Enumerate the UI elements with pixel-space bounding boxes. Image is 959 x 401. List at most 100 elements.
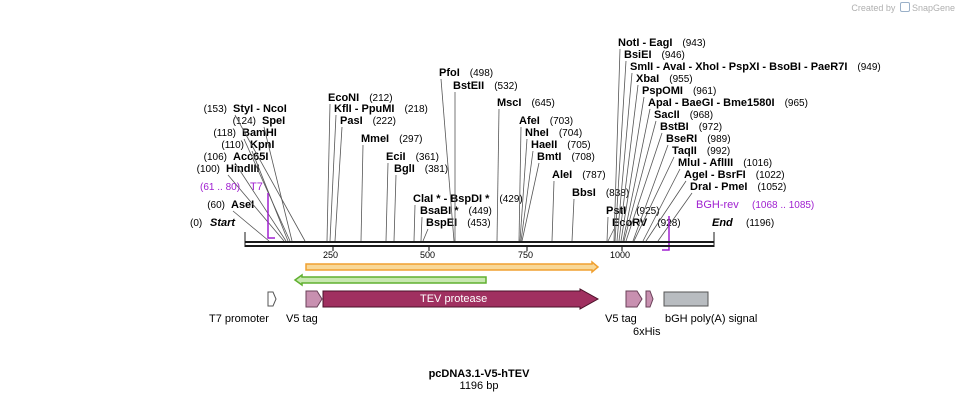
site-econi[interactable]: EcoNI(212) [326,92,393,242]
site-bstbi[interactable]: BstBI(972) [625,121,722,242]
site-name-afei[interactable]: AfeI [519,115,540,127]
site-msci[interactable]: MscI(645) [496,97,555,242]
site-name-ecii[interactable]: EciI [386,151,406,163]
site-taqii[interactable]: TaqII(992) [633,145,730,242]
site-name-bamhi[interactable]: BamHI [242,127,277,139]
site-pos-apai: (965) [785,98,808,109]
site-name-bsabi[interactable]: BsaBI * [420,205,459,217]
site-noti[interactable]: NotI - EagI(943) [613,37,706,242]
site-name-bstbi[interactable]: BstBI [660,121,689,133]
site-bamhi[interactable]: BamHI(118) [213,127,291,242]
feature-tev-protease[interactable]: TEV protease [322,288,600,310]
site-name-bsiei[interactable]: BsiEI [624,49,652,61]
orf-green-arrow[interactable] [293,273,487,287]
site-spei[interactable]: SpeI(124) [233,115,293,242]
site-asei[interactable]: AseI(60) [207,199,270,242]
site-bsteii[interactable]: BstEII(532) [453,80,518,241]
site-pasi[interactable]: PasI(222) [334,115,396,242]
feature-bgh-polya[interactable]: bGH poly(A) signal [663,291,757,325]
site-xbai[interactable]: XbaI(955) [618,73,693,242]
site-line-pspomi [620,96,645,242]
site-name-pspomi[interactable]: PspOMI [642,85,683,97]
site-name-bspei[interactable]: BspEI [426,217,457,229]
site-pspomi[interactable]: PspOMI(961) [620,85,716,242]
primer-name-bgh-rev[interactable]: BGH-rev [696,199,739,211]
site-name-clai[interactable]: ClaI * - BspDI * [413,193,490,205]
site-name-sacii[interactable]: SacII [654,109,680,121]
tev-protease-shape[interactable] [322,288,600,310]
site-name-agei[interactable]: AgeI - BsrFI [684,169,746,181]
site-agei[interactable]: AgeI - BsrFI(1022) [645,169,785,242]
primer-t7[interactable]: T7(61 .. 80) [200,181,275,239]
site-name-haeii[interactable]: HaeII [531,139,557,151]
orf-green[interactable] [293,273,487,287]
site-afei[interactable]: AfeI(703) [518,115,573,242]
site-name-asei[interactable]: AseI [231,199,254,211]
site-styi[interactable]: StyI - NcoI(153) [204,103,306,242]
site-name-kfli[interactable]: KflI - PpuMI [334,103,395,115]
site-haeii[interactable]: HaeII(705) [520,139,591,242]
site-name-acc65i[interactable]: Acc65I [233,151,268,163]
site-alei[interactable]: AleI(787) [551,169,606,242]
feature-v5-tag-2[interactable]: V5 tag [605,290,643,325]
site-name-noti[interactable]: NotI - EagI [618,37,672,49]
primer-mark-t7[interactable] [267,193,275,239]
primer-bgh-rev[interactable]: BGH-rev(1068 .. 1085) [662,199,814,251]
site-name-nhei[interactable]: NheI [525,127,549,139]
v5-tag-2-shape[interactable] [625,290,643,308]
primer-name-t7[interactable]: T7 [250,181,263,193]
site-name-bgli[interactable]: BglI [394,163,415,175]
site-name-mlui[interactable]: MluI - AflIII [678,157,733,169]
site-name-spei[interactable]: SpeI [262,115,285,127]
feature-6xhis[interactable]: 6xHis [633,290,661,338]
feature-t7-promoter[interactable]: T7 promoter [209,291,277,325]
site-name-taqii[interactable]: TaqII [672,145,697,157]
site-bseri[interactable]: BseRI(989) [632,133,731,242]
orf-orange-arrow[interactable] [305,260,600,274]
primer-mark-bgh-rev[interactable] [662,216,670,251]
site-pos-ecii: (361) [416,152,439,163]
site-pfoi[interactable]: PfoI(498) [439,67,493,242]
site-name-bsteii[interactable]: BstEII [453,80,484,92]
site-name-bbsi[interactable]: BbsI [572,187,596,199]
site-bgli[interactable]: BglI(381) [393,163,448,242]
site-nhei[interactable]: NheI(704) [519,127,582,242]
site-name-pasi[interactable]: PasI [340,115,363,127]
site-name-econi[interactable]: EcoNI [328,92,359,104]
site-name-bmti[interactable]: BmtI [537,151,561,163]
site-name-styi[interactable]: StyI - NcoI [233,103,287,115]
site-bspei[interactable]: BspEI(453) [422,217,491,242]
site-name-mmei[interactable]: MmeI [361,133,389,145]
site-mlui[interactable]: MluI - AflIII(1016) [642,157,772,242]
v5-tag-2-label: V5 tag [605,313,637,325]
site-smli[interactable]: SmlI - AvaI - XhoI - PspXI - BsoBI - Pae… [616,61,881,242]
v5-tag-1-shape[interactable] [305,290,323,308]
site-mmei[interactable]: MmeI(297) [360,133,422,242]
site-name-alei[interactable]: AleI [552,169,572,181]
site-name-bseri[interactable]: BseRI [666,133,697,145]
site-bsiei[interactable]: BsiEI(946) [614,49,685,242]
site-clai[interactable]: ClaI * - BspDI *(429) [413,193,523,242]
site-name-pfoi[interactable]: PfoI [439,67,460,79]
site-ecii[interactable]: EciI (361) [385,151,439,242]
site-name-kpni[interactable]: KpnI [250,139,274,151]
site-kfli[interactable]: KflI - PpuMI(218) [329,103,428,242]
site-apai[interactable]: ApaI - BaeGI - Bme1580I (965) [622,97,808,242]
site-name-drai[interactable]: DraI - PmeI [690,181,747,193]
site-name-apai[interactable]: ApaI - BaeGI - Bme1580I [648,97,775,109]
site-name-hindiii[interactable]: HindIII [226,163,260,175]
site-sacii[interactable]: SacII(968) [623,109,713,242]
orf-orange[interactable] [305,260,600,274]
t7-promoter-shape[interactable] [267,291,277,307]
site-hindiii[interactable]: HindIII(100) [197,163,285,242]
site-name-psti[interactable]: PstI [606,205,626,217]
site-name-xbai[interactable]: XbaI [636,73,659,85]
site-bsabi[interactable]: BsaBI *(449) [420,205,492,242]
site-name-smli[interactable]: SmlI - AvaI - XhoI - PspXI - BsoBI - Pae… [630,61,847,73]
site-drai[interactable]: DraI - PmeI(1052) [657,181,786,242]
bgh-polya-shape[interactable] [663,291,709,307]
6xhis-shape[interactable] [645,290,654,308]
feature-v5-tag-1[interactable]: V5 tag [286,290,323,325]
site-name-msci[interactable]: MscI [497,97,521,109]
site-bmti[interactable]: BmtI(708) [521,151,595,242]
